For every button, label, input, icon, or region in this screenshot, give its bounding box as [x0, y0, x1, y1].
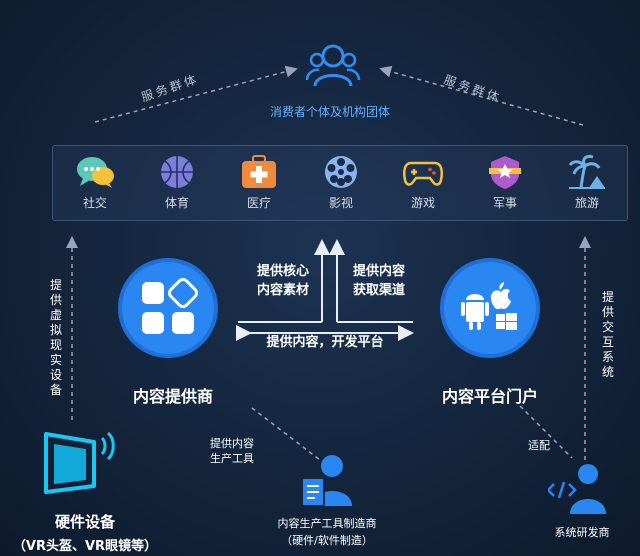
category-panel: 社交 体育 医疗 影视 游戏	[52, 145, 628, 221]
developer-person-icon	[546, 462, 612, 518]
category-travel: 旅游	[557, 154, 617, 211]
content-provider-title: 内容提供商	[132, 387, 213, 406]
users-group-icon	[305, 42, 361, 92]
serve-arrow-left	[94, 65, 298, 123]
category-label: 社交	[82, 196, 107, 210]
android-apple-windows-icon	[440, 258, 540, 358]
category-label: 军事	[492, 196, 517, 210]
palm-tree-icon	[568, 154, 605, 189]
hardware-subtitle: （VR头盔、VR眼镜等）	[12, 539, 158, 554]
system-dev-title: 系统研发商	[554, 526, 610, 539]
tools-dashed-line	[251, 407, 321, 461]
film-reel-icon	[325, 156, 357, 188]
right-vertical-label: 提供交互系统	[601, 290, 614, 379]
gamepad-icon	[403, 161, 443, 186]
hardware-title: 硬件设备	[54, 513, 115, 531]
center-label-up-right: 提供内容 获取渠道	[352, 264, 405, 298]
category-label: 旅游	[574, 196, 599, 210]
consumer-label: 消费者个体及机构团体	[269, 105, 390, 119]
tool-maker-subtitle: （硬件/软件制造）	[281, 534, 373, 547]
chat-icon	[77, 157, 114, 188]
content-provider-node	[118, 258, 218, 358]
category-sports: 体育	[147, 154, 207, 211]
military-badge-icon	[489, 156, 521, 189]
category-label: 医疗	[246, 196, 271, 210]
category-medical: 医疗	[229, 154, 289, 211]
content-grid-icon	[118, 258, 218, 358]
content-portal-title: 内容平台门户	[441, 387, 538, 406]
center-label-bottom: 提供内容，开发平台	[266, 335, 384, 350]
tool-maker-person-icon	[296, 452, 358, 508]
tools-edge-label: 提供内容 生产工具	[210, 437, 254, 465]
category-label: 游戏	[410, 196, 435, 210]
serve-arrow-right	[379, 65, 584, 126]
category-label: 影视	[328, 196, 353, 210]
category-military: 军事	[475, 154, 535, 211]
category-film: 影视	[311, 154, 371, 211]
vr-headset-icon	[42, 424, 120, 494]
center-label-up-left: 提供核心 内容素材	[256, 264, 309, 298]
left-vertical-label: 提供虚拟现实设备	[49, 278, 62, 397]
category-label: 体育	[164, 196, 189, 210]
medical-kit-icon	[242, 155, 276, 188]
category-social: 社交	[65, 154, 125, 211]
basketball-icon	[161, 156, 193, 188]
adapt-edge-label: 适配	[528, 439, 550, 452]
content-portal-node	[440, 258, 540, 358]
tool-maker-title: 内容生产工具制造商	[277, 517, 377, 530]
category-games: 游戏	[393, 154, 453, 211]
